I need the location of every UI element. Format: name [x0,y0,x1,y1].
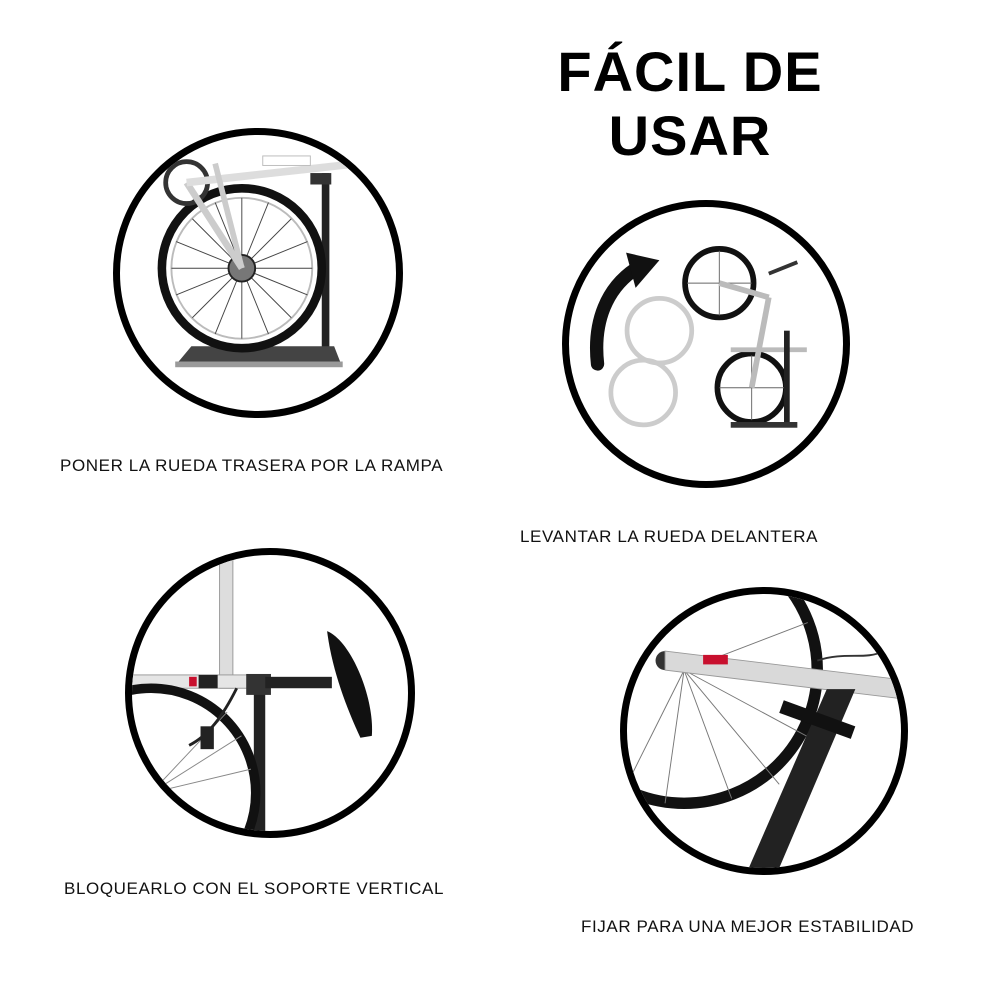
vertical-support-lock-illustration [132,555,373,831]
strap-fix-illustration [627,594,901,868]
step-2-image [562,200,850,488]
page-title: FÁCIL DE USAR [490,40,890,168]
step-1-image [113,128,403,418]
title-line-2: USAR [608,104,772,167]
title-line-1: FÁCIL DE [557,40,823,103]
step-4-caption: FIJAR PARA UNA MEJOR ESTABILIDAD [581,917,915,936]
step-3-caption: BLOQUEARLO CON EL SOPORTE VERTICAL [64,879,445,898]
curved-arrow-icon [590,262,643,371]
rear-wheel-on-ramp-illustration [157,155,359,368]
lift-front-wheel-illustration [590,246,807,428]
step-2-caption: LEVANTAR LA RUEDA DELANTERA [520,527,819,546]
step-4-image [620,587,908,875]
step-3-image [125,548,415,838]
step-1-caption: PONER LA RUEDA TRASERA POR LA RAMPA [60,456,444,475]
